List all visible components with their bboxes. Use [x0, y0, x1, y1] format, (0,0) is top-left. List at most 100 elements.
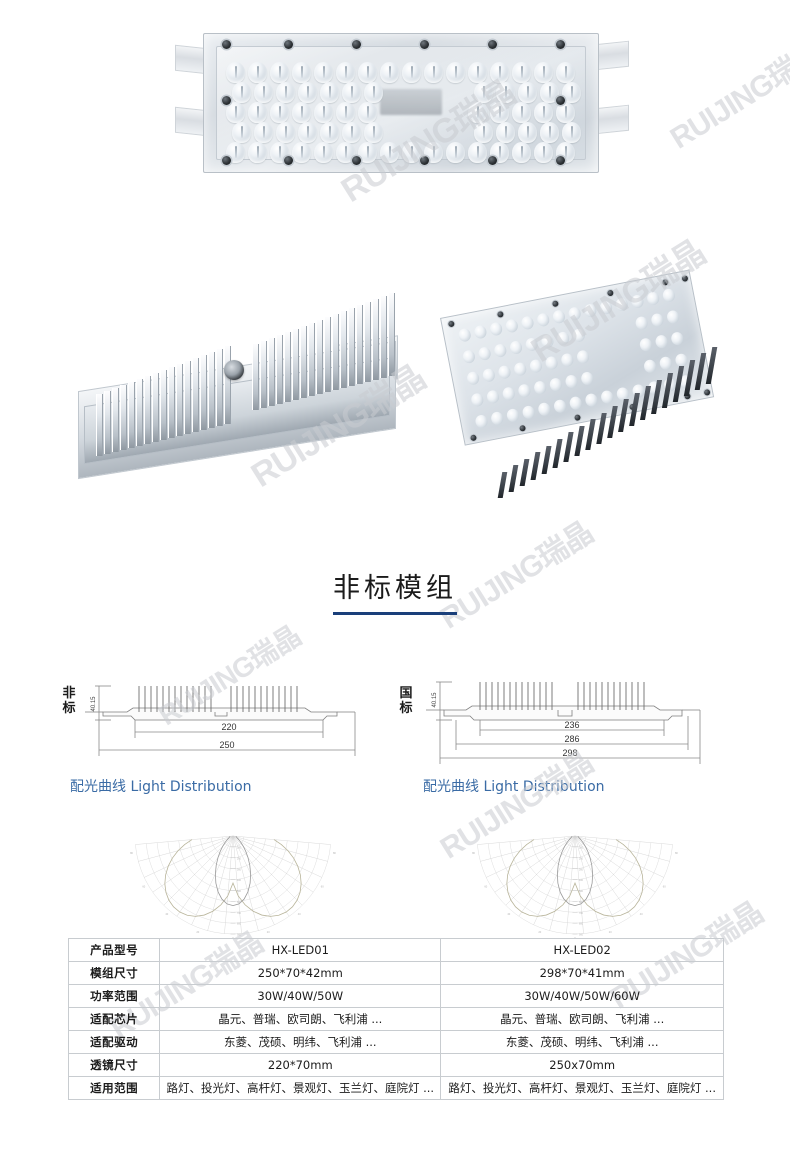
lens	[508, 340, 524, 356]
screw	[574, 414, 582, 422]
spec-row-label: 适配驱动	[67, 1030, 161, 1054]
lens	[270, 102, 289, 123]
lens	[646, 290, 661, 306]
svg-text:700: 700	[237, 912, 242, 915]
spec-value-col2: 298*70*41mm	[440, 961, 724, 985]
lens	[512, 62, 531, 83]
drawing-svg-national-standard: 40.15 236 286 298	[426, 681, 701, 764]
lens	[630, 293, 645, 310]
dim-250: 250	[219, 740, 234, 750]
svg-text:400: 400	[579, 879, 584, 882]
heatsink-fin	[192, 358, 199, 432]
drawing-svg-non-standard: 40.15 220 250	[85, 685, 356, 756]
lens	[488, 321, 504, 337]
svg-text:80: 80	[472, 851, 475, 855]
lens	[580, 370, 595, 387]
heatsink-fin	[176, 364, 183, 436]
screw	[496, 310, 504, 318]
svg-text:40: 40	[507, 912, 510, 916]
polar-diagram-right: 1002003004005006007008009008060402002040…	[470, 806, 680, 940]
svg-text:800: 800	[579, 923, 584, 926]
heatsink-fin	[136, 379, 143, 446]
heatsink-fin	[252, 344, 259, 410]
heatsink-fin	[332, 314, 339, 390]
lens	[336, 62, 355, 83]
lens	[254, 82, 273, 103]
heatsink-fin	[292, 329, 299, 400]
watermark-text: RUIJING瑞晶	[664, 36, 790, 156]
lens	[634, 315, 649, 331]
spec-value-col2: 晶元、普瑞、欧司朗、飞利浦 ...	[440, 1007, 724, 1031]
lens	[473, 324, 488, 340]
lens	[518, 82, 537, 103]
lens	[583, 303, 598, 319]
angled-lens-array	[441, 271, 693, 430]
heatsink-fin	[96, 394, 103, 456]
drawing-label-non-standard: 非标	[62, 686, 76, 716]
screw	[488, 40, 497, 49]
lens	[614, 297, 629, 313]
lens	[642, 358, 658, 374]
lens	[424, 142, 443, 163]
heatsink-fin	[563, 432, 574, 462]
lens	[504, 318, 519, 334]
photo-heatsink-fins-view	[78, 282, 408, 504]
lens	[505, 407, 521, 423]
lens	[226, 62, 245, 83]
lens	[465, 370, 481, 386]
heatsink-fin	[356, 305, 363, 384]
svg-text:600: 600	[237, 901, 242, 904]
svg-text:20: 20	[609, 930, 612, 934]
svg-text:60: 60	[142, 885, 145, 889]
lens	[276, 122, 295, 143]
heatsink-fin	[128, 382, 135, 448]
lens	[654, 334, 669, 350]
lens	[544, 355, 559, 371]
svg-text:900: 900	[579, 934, 584, 937]
lens	[534, 142, 553, 163]
heatsink-fin	[388, 293, 395, 376]
polar-diagram-left: 1002003004005006007008009008060402002040…	[128, 806, 338, 940]
svg-text:200: 200	[579, 857, 584, 860]
heatsink-fin	[200, 355, 207, 430]
svg-text:20: 20	[538, 930, 541, 934]
lens	[571, 327, 586, 343]
lens	[248, 102, 267, 123]
lens	[537, 401, 552, 417]
screw	[222, 40, 231, 49]
table-row: 适配芯片晶元、普瑞、欧司朗、飞利浦 ...晶元、普瑞、欧司朗、飞利浦 ...	[67, 1007, 724, 1031]
svg-text:600: 600	[579, 901, 584, 904]
lens	[380, 62, 399, 83]
heatsink-fin	[216, 349, 223, 426]
screw	[447, 320, 455, 328]
spec-value-col1: 晶元、普瑞、欧司朗、飞利浦 ...	[159, 1007, 442, 1031]
spec-value-col2: 路灯、投光灯、高杆灯、景观灯、玉兰灯、庭院灯 ...	[440, 1076, 724, 1100]
screw	[556, 96, 565, 105]
lens	[548, 377, 563, 393]
page-title: 非标模组	[333, 566, 457, 615]
heatsink-fin	[348, 308, 355, 386]
screw	[284, 40, 293, 49]
lens	[540, 122, 559, 143]
lens	[402, 62, 421, 83]
screw	[606, 289, 614, 297]
heatsink-fin	[260, 341, 267, 408]
section-title-container: 非标模组	[0, 566, 790, 615]
lens	[468, 62, 487, 83]
screw	[469, 434, 477, 442]
spec-value-col1: 250*70*42mm	[159, 961, 442, 985]
lens	[567, 306, 582, 322]
spec-value-col1: 220*70mm	[159, 1053, 442, 1077]
heatsink-fin	[585, 419, 596, 450]
spec-row-label: 功率范围	[67, 984, 161, 1008]
lens	[661, 287, 677, 303]
lens	[528, 358, 544, 374]
heatsink-fin	[120, 385, 127, 450]
spec-value-col2: 250x70mm	[440, 1053, 724, 1077]
screw	[488, 156, 497, 165]
lens	[320, 122, 339, 143]
spec-value-col1: 30W/40W/50W	[159, 984, 442, 1008]
